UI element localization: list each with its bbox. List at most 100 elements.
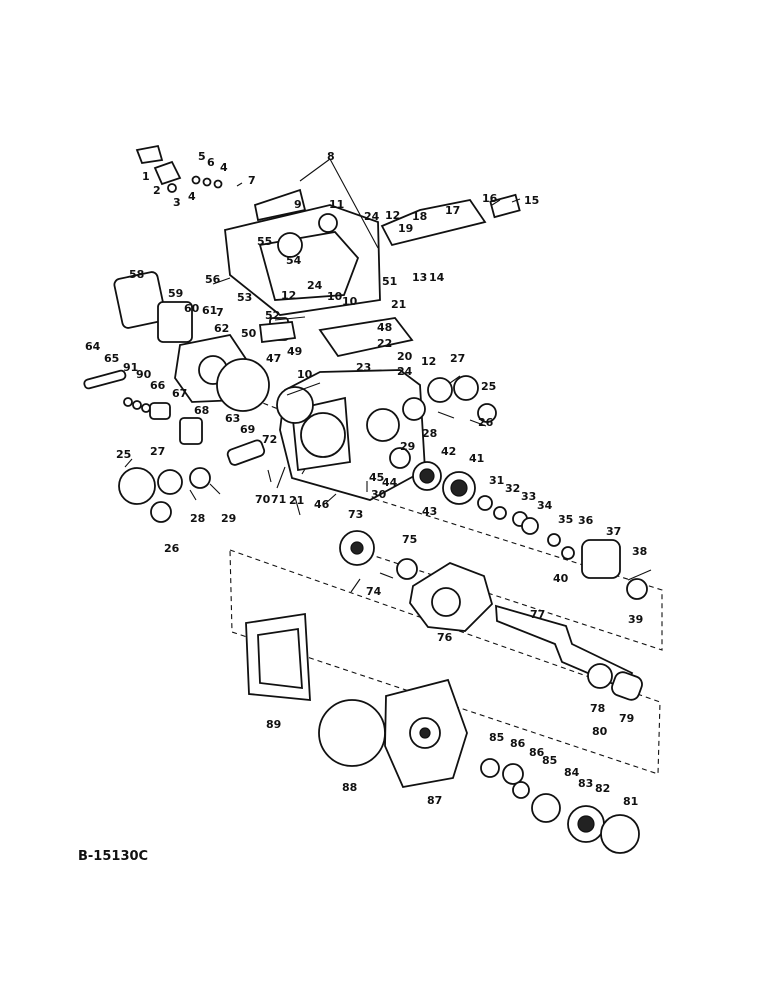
callout-leaders [124,158,521,593]
callout-label: 43 [422,505,437,518]
callout-label: 17 [445,204,460,217]
callout-label: 84 [564,766,580,779]
callout-label: 13 [412,271,427,284]
callout-label: 29 [221,512,236,525]
output-shaft-parts [118,375,497,523]
callout-label: 4 [220,161,228,174]
callout-label: 4 [188,190,196,203]
callout-label: 77 [530,608,545,621]
callout-label: 42 [441,445,456,458]
callout-label: 50 [241,327,257,340]
callout-label: 67 [172,387,187,400]
callout-label: 89 [266,718,281,731]
callout-label: 10 [327,290,343,303]
callout-label: 72 [262,433,277,446]
callout-label: 10 [342,295,358,308]
callout-label: 41 [469,452,484,465]
top-cover-assembly [224,188,521,316]
callout-label: 86 [529,746,545,759]
callout-label: 18 [412,210,427,223]
callout-label: 64 [85,340,101,353]
callout-label: 53 [237,291,252,304]
callout-label: 7 [216,306,224,319]
callout-label: 27 [450,352,465,365]
callout-label: 24 [397,365,413,378]
callout-label: 33 [521,490,536,503]
callout-label: 62 [214,322,229,335]
callout-label: 37 [606,525,621,538]
callout-label: 36 [578,514,594,527]
callout-label: 15 [524,194,539,207]
callout-label: 82 [595,782,610,795]
callout-label: 14 [429,271,445,284]
callout-label: 8 [327,150,335,163]
callout-label: 47 [266,352,281,365]
callout-label: 19 [398,222,413,235]
callout-label: 2 [153,184,161,197]
callout-label: 85 [489,731,504,744]
callout-label: 22 [377,337,392,350]
callout-label: 78 [590,702,605,715]
callout-label: 49 [287,345,302,358]
callout-label: 80 [592,725,608,738]
callout-label: 48 [377,321,392,334]
callout-label: 12 [421,355,436,368]
callout-label: 12 [281,289,296,302]
callout-label: 63 [225,412,240,425]
callout-label: 25 [116,448,131,461]
callout-label: 76 [437,631,453,644]
callout-label: 24 [307,279,323,292]
callout-label: 87 [427,794,442,807]
callout-label: 6 [207,156,215,169]
callout-label: 51 [382,275,397,288]
callout-label: 83 [578,777,593,790]
callout-label: 65 [104,352,119,365]
callout-label: 26 [164,542,180,555]
callout-label: 68 [194,404,209,417]
callout-label: 74 [366,585,382,598]
callout-label: 9 [294,198,302,211]
callout-label: 91 [123,361,138,374]
callout-label: 32 [505,482,520,495]
callout-label: 86 [510,737,526,750]
callout-label: 25 [481,380,496,393]
callout-numbers: 1 2 3 4 5 6 4 7 8 9 11 24 12 19 18 17 16… [85,150,647,808]
callout-label: 45 [369,471,384,484]
callout-label: 88 [342,781,357,794]
callout-label: 44 [382,476,398,489]
callout-label: 69 [240,423,255,436]
callout-label: 70 [255,493,271,506]
callout-label: 23 [356,361,371,374]
callout-label: 21 [391,298,406,311]
callout-label: 90 [136,368,152,381]
callout-label: 7 [248,174,256,187]
callout-label: 39 [628,613,643,626]
callout-label: 26 [478,416,494,429]
drawing-number: B-15130C [78,849,149,864]
callout-label: 58 [129,268,144,281]
callout-label: 35 [558,513,573,526]
rear-housing-parts [245,612,640,854]
callout-label: 79 [619,712,634,725]
callout-label: 81 [623,795,638,808]
callout-label: 3 [173,196,181,209]
differential-assembly [339,530,494,632]
callout-label: 60 [184,302,200,315]
callout-label: 31 [489,474,504,487]
drive-shaft [495,604,643,701]
gear-and-bearing-parts [389,447,652,600]
callout-label: 38 [632,545,647,558]
callout-label: 12 [385,209,400,222]
callout-label: 11 [329,198,344,211]
small-hardware-left [83,144,266,466]
callout-label: 28 [422,427,437,440]
callout-label: 5 [198,150,206,163]
callout-label: 66 [150,379,166,392]
callout-label: 85 [542,754,557,767]
callout-label: 40 [553,572,569,585]
callout-label: 24 [364,210,380,223]
callout-label: 34 [537,499,553,512]
callout-label: 52 [265,309,280,322]
